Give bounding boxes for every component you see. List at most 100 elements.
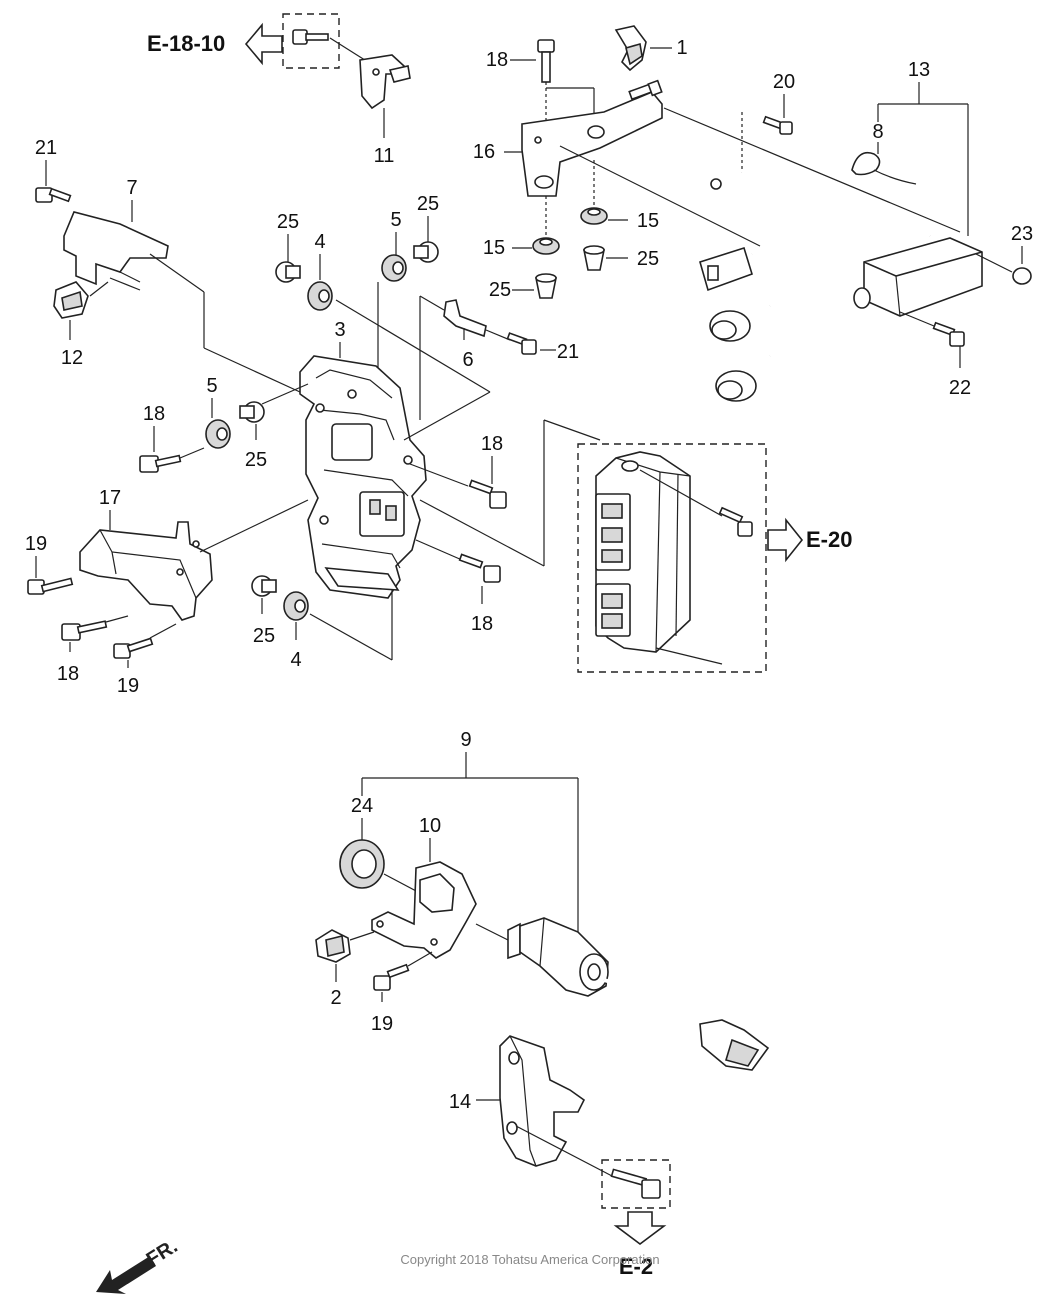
solenoid-connector-part (699, 1019, 770, 1071)
callout-18-left[interactable]: 18 (143, 403, 165, 425)
callout-13[interactable]: 13 (908, 59, 930, 81)
callout-19-solenoid[interactable]: 19 (371, 1013, 393, 1035)
main-bracket-3-group: 25 4 5 25 3 (139, 193, 601, 671)
main-bracket-3-part (299, 355, 427, 599)
callout-25-bracket-right[interactable]: 25 (637, 248, 659, 270)
grommet-4-lower-part (283, 591, 309, 621)
callout-19-left[interactable]: 19 (25, 533, 47, 555)
callout-9[interactable]: 9 (460, 729, 471, 751)
bolt-18-right-upper-part (468, 479, 507, 509)
ref-e20-label[interactable]: E-20 (806, 527, 852, 552)
callout-14[interactable]: 14 (449, 1091, 471, 1113)
bolt-18-top-part (537, 39, 555, 83)
wire-harness-13-part (699, 168, 983, 402)
callout-4-lower[interactable]: 4 (290, 649, 301, 671)
callout-2[interactable]: 2 (330, 987, 341, 1009)
bracket-7-part (63, 211, 169, 286)
control-unit-group: E-20 (577, 443, 852, 673)
callout-25-bracket-left[interactable]: 25 (489, 279, 511, 301)
bolt-22-part (932, 321, 965, 347)
bolt-19-left-part (27, 577, 74, 595)
bracket-7-group: 21 7 12 (35, 137, 301, 393)
clip-12-part (53, 281, 89, 319)
bracket-14-part (499, 1035, 586, 1167)
clamp-8-part (851, 151, 881, 176)
front-arrow-icon (96, 1256, 156, 1294)
bracket-16-part (521, 91, 663, 197)
bracket-16-group: 18 1 16 15 (473, 25, 961, 301)
callout-25-upper-right[interactable]: 25 (417, 193, 439, 215)
grommet-15-right-part (580, 207, 608, 225)
bracket-10-part (371, 861, 477, 959)
bracket-17-group: 17 19 18 19 (25, 487, 309, 697)
bolt-18-right-lower-part (458, 553, 501, 583)
bolt-18-left-part (139, 454, 182, 473)
grommet-5-left-part (205, 419, 231, 449)
nut-23-part (1012, 267, 1032, 285)
collar-25-right-part (583, 245, 605, 271)
control-unit-dashed-box (577, 443, 767, 673)
front-indicator: FR. (96, 1235, 182, 1294)
solenoid-9-group: 9 24 10 2 19 (315, 729, 770, 1071)
callout-1[interactable]: 1 (676, 37, 687, 59)
callout-25-mid-left[interactable]: 25 (245, 449, 267, 471)
ref-e20-arrow[interactable] (767, 517, 804, 563)
bolt-control-unit-part (718, 506, 753, 537)
bolt-part (292, 29, 329, 45)
bracket-14-group: 14 E-2 (449, 1035, 671, 1279)
callout-18-right-lower[interactable]: 18 (471, 613, 493, 635)
callout-21-left[interactable]: 21 (35, 137, 57, 159)
harness-13-group: 13 8 20 (699, 59, 1033, 402)
callout-5-upper[interactable]: 5 (390, 209, 401, 231)
callout-16[interactable]: 16 (473, 141, 495, 163)
bolt-21-left-part (35, 187, 72, 203)
callout-24[interactable]: 24 (351, 795, 373, 817)
bolt-19-solenoid-part (373, 963, 410, 991)
callout-21-center[interactable]: 21 (557, 341, 579, 363)
callout-18-top[interactable]: 18 (486, 49, 508, 71)
callout-17[interactable]: 17 (99, 487, 121, 509)
copyright-text: Copyright 2018 Tohatsu America Corporati… (400, 1252, 659, 1267)
callout-20[interactable]: 20 (773, 71, 795, 93)
callout-25-lower[interactable]: 25 (253, 625, 275, 647)
collar-25-lower-part (251, 575, 277, 597)
nut-24-part (339, 839, 385, 889)
ref-e2-label[interactable]: E-2 (619, 1254, 653, 1279)
clip-1-part (614, 25, 647, 72)
callout-25-upper-left[interactable]: 25 (277, 211, 299, 233)
ref-e18-10-dashed-box (282, 13, 340, 69)
bolt-21-center-part (506, 332, 537, 355)
callout-18-lower-left[interactable]: 18 (57, 663, 79, 685)
callout-7[interactable]: 7 (126, 177, 137, 199)
ref-e2-arrow[interactable] (613, 1211, 667, 1245)
grommet-15-left-part (532, 237, 560, 255)
callout-15-right[interactable]: 15 (637, 210, 659, 232)
callout-5-left[interactable]: 5 (206, 375, 217, 397)
callout-10[interactable]: 10 (419, 815, 441, 837)
callout-19-lower-left[interactable]: 19 (117, 675, 139, 697)
callout-22[interactable]: 22 (949, 377, 971, 399)
bolt-19-lower-part (113, 637, 154, 659)
solenoid-9-part (507, 917, 609, 997)
collar-25-left-part (535, 273, 557, 299)
clip-2-part (315, 929, 351, 963)
callout-12[interactable]: 12 (61, 347, 83, 369)
callout-23[interactable]: 23 (1011, 223, 1033, 245)
callout-4-upper[interactable]: 4 (314, 231, 325, 253)
callout-11[interactable]: 11 (374, 145, 395, 167)
callout-8[interactable]: 8 (872, 121, 883, 143)
bracket-17-part (79, 521, 213, 621)
ref-e18-10-label[interactable]: E-18-10 (147, 31, 225, 56)
callout-18-right-upper[interactable]: 18 (481, 433, 503, 455)
bolt-16-part (628, 79, 663, 101)
grommet-5-upper-part (381, 254, 407, 282)
bracket-6-part (443, 299, 487, 338)
bolt-e2-part (610, 1168, 661, 1199)
collar-25-mid-left-part (239, 401, 265, 423)
callout-6[interactable]: 6 (462, 349, 473, 371)
callout-15-left[interactable]: 15 (483, 237, 505, 259)
ref-e18-10-arrow[interactable] (244, 22, 283, 66)
bolt-20-part (762, 115, 793, 135)
callout-3[interactable]: 3 (334, 319, 345, 341)
